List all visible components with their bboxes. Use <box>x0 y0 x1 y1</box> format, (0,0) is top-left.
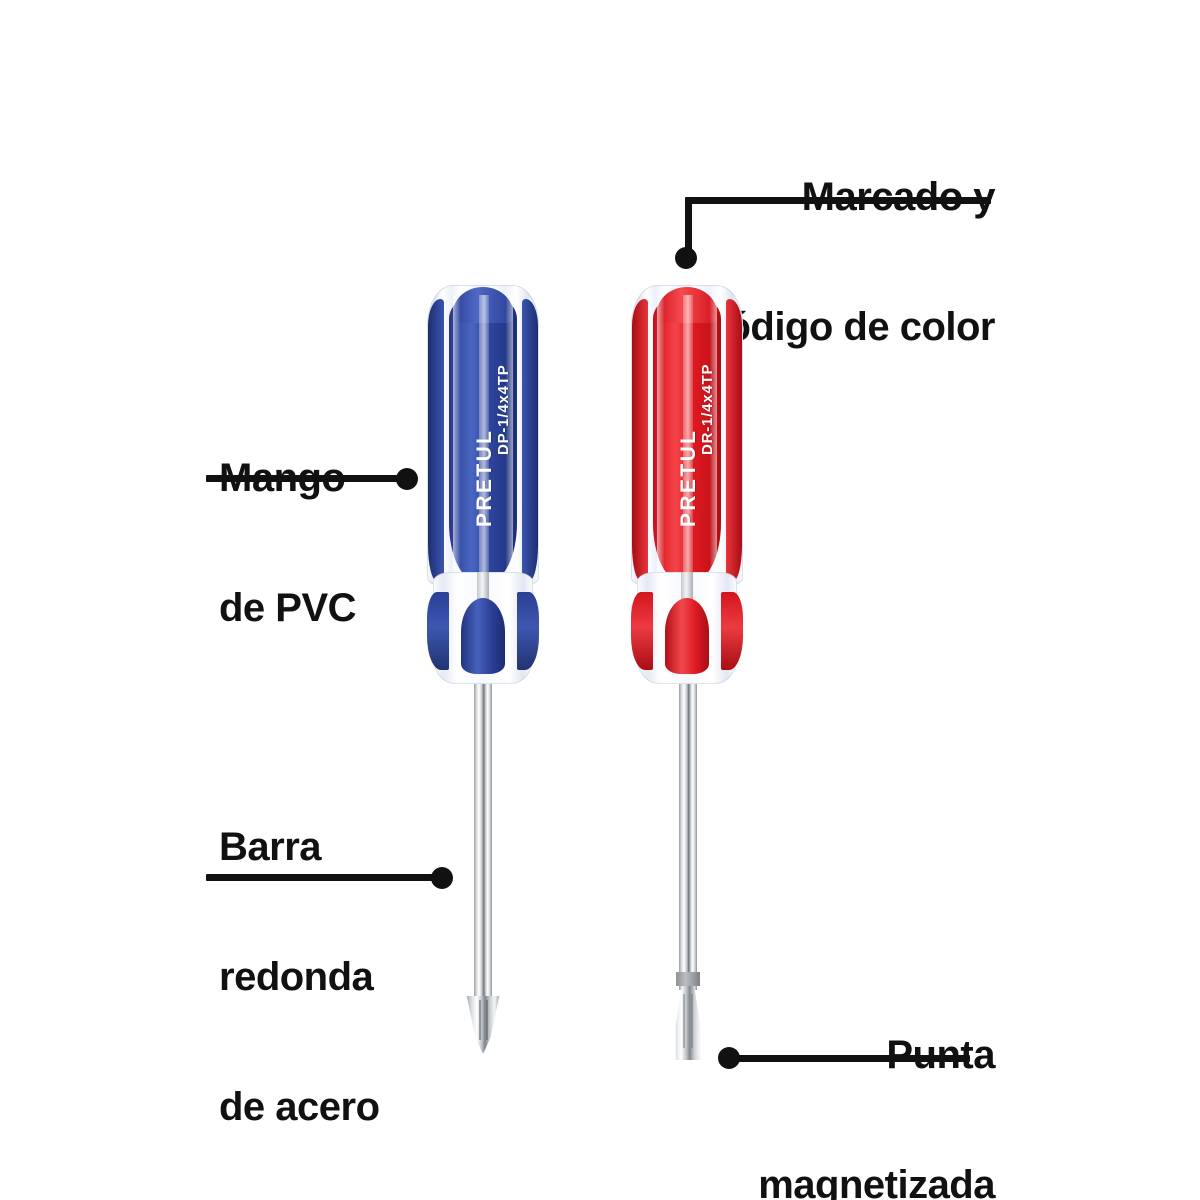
flat-waist-wing-right <box>721 592 743 670</box>
flat-waist-nub <box>665 598 709 674</box>
flat-handle-flute-left <box>632 299 648 581</box>
phillips-waist-nub <box>461 598 505 674</box>
phillips-handle-flute-right <box>522 299 538 581</box>
callout-mango-anchor-dot <box>396 468 418 490</box>
flat-tip-line-right <box>691 994 693 1048</box>
phillips-waist-wing-left <box>427 592 449 670</box>
callout-marcado-leader-horizontal <box>685 197 991 204</box>
callout-barra-line-2: redonda <box>219 954 374 999</box>
callout-punta-anchor-dot <box>718 1047 740 1069</box>
callout-barra-label: Barra redonda de acero <box>219 740 579 1200</box>
callout-barra-anchor-dot <box>431 867 453 889</box>
callout-barra-line-1: Barra <box>219 825 322 870</box>
flat-handle-waist <box>631 572 743 684</box>
callout-barra-leader <box>206 874 442 881</box>
flat-handle-flute-right <box>726 299 742 581</box>
phillips-waist-wing-right <box>517 592 539 670</box>
callout-barra-line-3: de acero <box>219 1084 380 1129</box>
flat-waist-wing-left <box>631 592 653 670</box>
callout-punta-line-2: magnetizada <box>758 1162 995 1200</box>
callout-marcado-anchor-dot <box>675 247 697 269</box>
phillips-handle-waist <box>427 572 539 684</box>
phillips-handle-core <box>449 293 517 583</box>
flat-handle-core <box>653 293 721 583</box>
callout-punta-label: Punta magnetizada <box>565 948 995 1200</box>
callout-mango-line-2: de PVC <box>219 585 357 630</box>
flat-tip-blade-end <box>675 972 701 986</box>
phillips-steel-shaft <box>474 672 492 998</box>
callout-punta-leader <box>729 1055 970 1062</box>
callout-marcado-leader-vertical <box>685 197 692 259</box>
flat-steel-shaft <box>679 672 697 990</box>
phillips-handle-flute-left <box>428 299 444 581</box>
callout-mango-leader <box>206 475 408 482</box>
cross-tip-notch-right <box>486 1000 488 1040</box>
flat-tip-line-left <box>683 994 685 1048</box>
cross-tip-notch-left <box>479 1000 481 1040</box>
